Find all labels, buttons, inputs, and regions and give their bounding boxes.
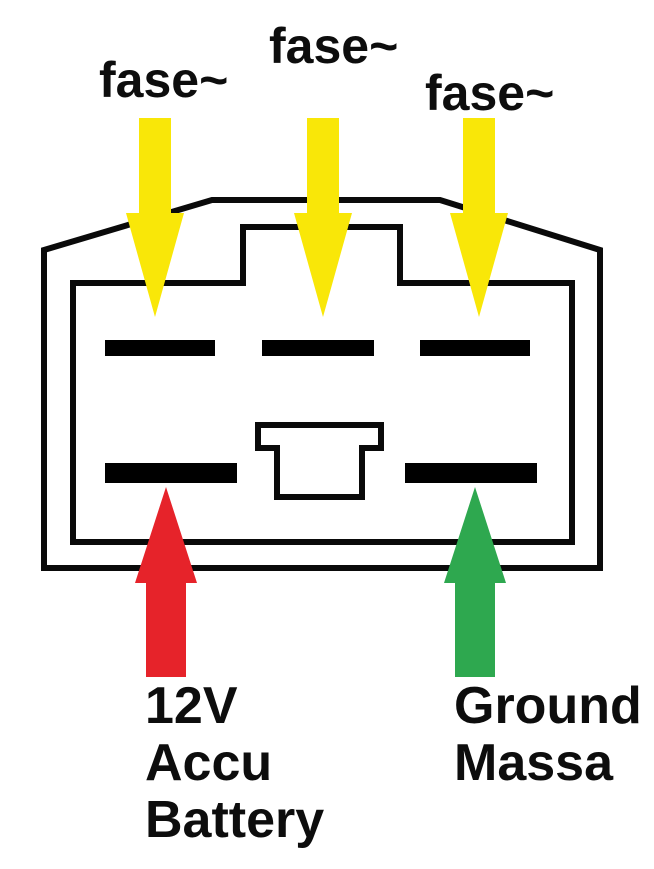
pin-bottom-right bbox=[405, 463, 537, 483]
phase-label-right: fase~ bbox=[425, 65, 555, 121]
pin-bottom-left bbox=[105, 463, 237, 483]
connector-outer-outline bbox=[41, 197, 603, 571]
battery-label-line3: Battery bbox=[145, 791, 325, 849]
ground-label: Ground Massa bbox=[454, 678, 642, 792]
pin-top-left bbox=[105, 340, 215, 356]
battery-label-line1: 12V bbox=[145, 677, 238, 735]
pin-top-right bbox=[420, 340, 530, 356]
phase-label-center: fase~ bbox=[269, 18, 399, 74]
ground-label-line1: Ground bbox=[454, 677, 642, 735]
phase-arrow-down-right-icon bbox=[450, 118, 508, 317]
keying-tab-outline bbox=[255, 422, 384, 500]
pin-top-center bbox=[262, 340, 374, 356]
battery-label: 12V Accu Battery bbox=[145, 678, 324, 849]
phase-arrow-down-center-icon bbox=[294, 118, 352, 317]
connector-inner-outline bbox=[70, 224, 575, 545]
ground-arrow-up-icon bbox=[444, 487, 506, 677]
battery-arrow-up-icon bbox=[135, 487, 197, 677]
ground-label-line2: Massa bbox=[454, 734, 613, 792]
battery-label-line2: Accu bbox=[145, 734, 273, 792]
phase-label-left: fase~ bbox=[99, 52, 229, 108]
phase-arrow-down-left-icon bbox=[126, 118, 184, 317]
